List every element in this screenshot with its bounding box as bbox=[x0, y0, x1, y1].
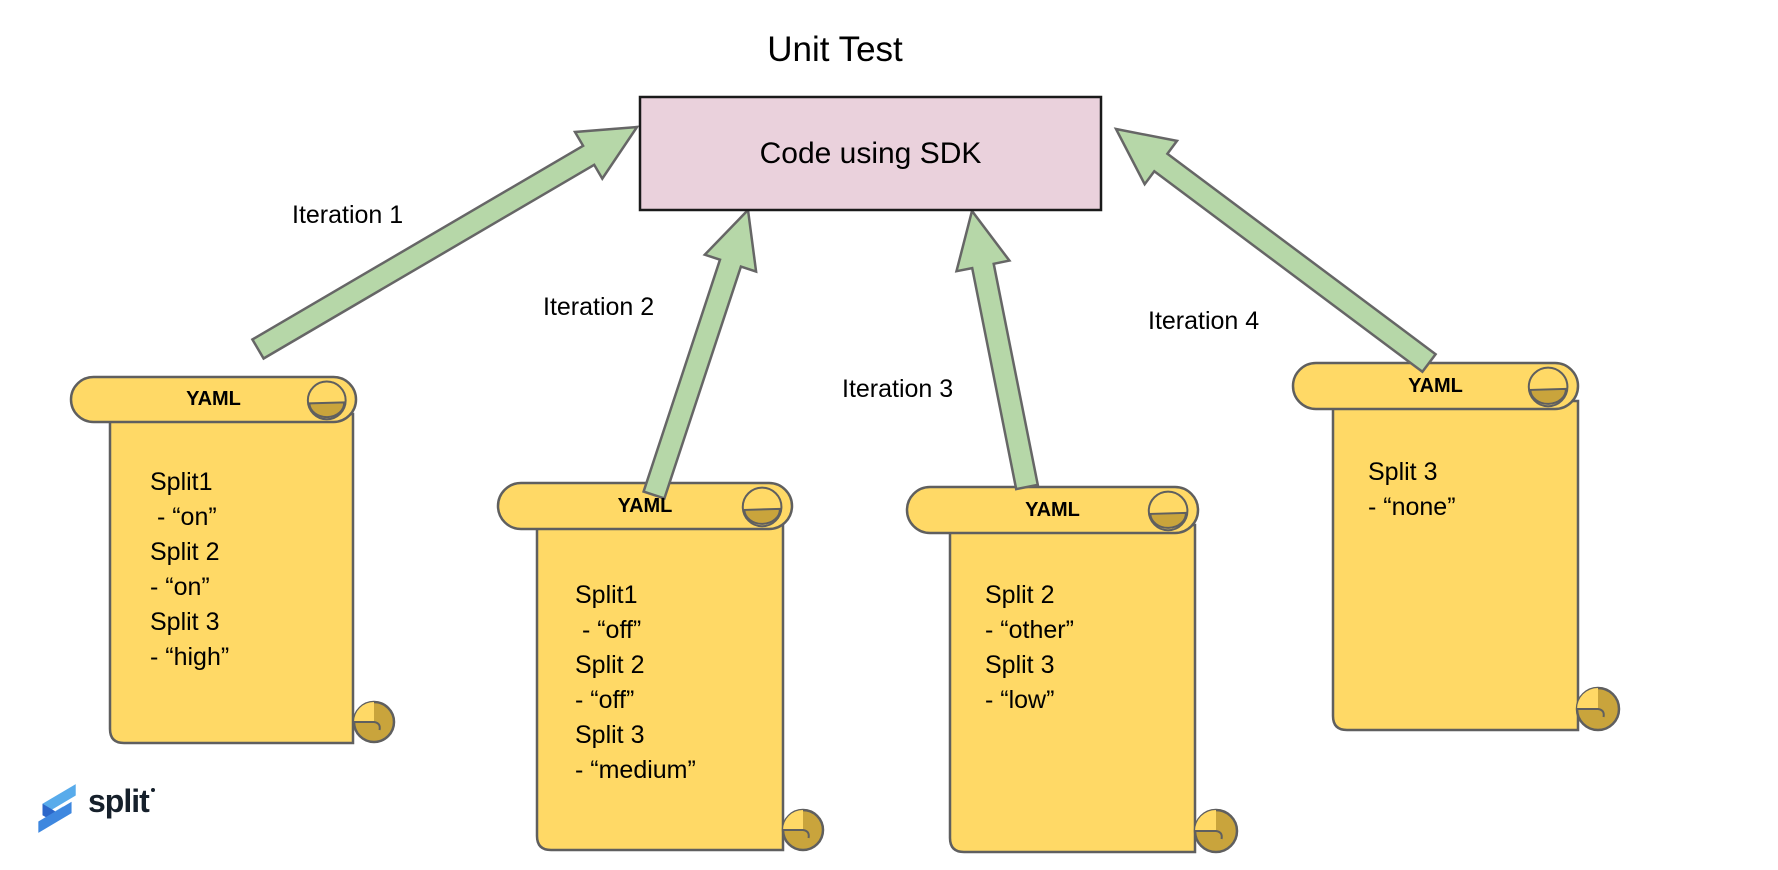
yaml-header-2: YAML bbox=[617, 494, 673, 517]
split-logo-text: split bbox=[88, 783, 150, 819]
diagram-title: Unit Test bbox=[767, 30, 903, 69]
sdk-box-label: Code using SDK bbox=[759, 136, 982, 170]
scroll-line: Split1 bbox=[575, 581, 638, 609]
scroll-body bbox=[535, 519, 785, 852]
iteration-label-1: Iteration 1 bbox=[292, 201, 404, 229]
scroll-line: - “on” bbox=[150, 573, 210, 601]
scroll-line: - “off” bbox=[575, 686, 635, 714]
arrow-iteration-3 bbox=[954, 208, 1040, 491]
scroll-line: - “high” bbox=[150, 643, 230, 671]
scroll-line: Split 3 bbox=[575, 721, 645, 749]
yaml-scroll-4 bbox=[1291, 361, 1621, 732]
scroll-body bbox=[1331, 399, 1580, 732]
yaml-header-3: YAML bbox=[1025, 498, 1080, 521]
scroll-body bbox=[108, 412, 355, 745]
scroll-line: - “off” bbox=[575, 616, 642, 644]
scroll-line: - “other” bbox=[985, 616, 1074, 644]
scroll-band bbox=[905, 485, 1200, 535]
scroll-line: Split 3 bbox=[150, 608, 220, 636]
scroll-body bbox=[948, 523, 1197, 854]
scroll-line: - “on” bbox=[150, 503, 217, 531]
split-logo: split bbox=[34, 782, 155, 836]
arrow-iteration-2 bbox=[642, 207, 758, 500]
scroll-line: Split 2 bbox=[150, 538, 220, 566]
scroll-text-4: Split 3 - “none” bbox=[1368, 455, 1588, 525]
yaml-scroll-1 bbox=[69, 375, 396, 745]
yaml-scroll-3 bbox=[905, 485, 1239, 854]
scroll-line: - “low” bbox=[985, 686, 1055, 714]
iteration-label-4: Iteration 4 bbox=[1148, 307, 1260, 335]
yaml-header-1: YAML bbox=[186, 388, 241, 410]
scroll-line: Split 3 bbox=[985, 651, 1055, 679]
iteration-label-2: Iteration 2 bbox=[543, 293, 655, 321]
scroll-band bbox=[1291, 361, 1580, 411]
scroll-text-3: Split 2 - “other” Split 3 - “low” bbox=[985, 578, 1205, 718]
scroll-line: Split 3 bbox=[1368, 458, 1438, 486]
arrow-iteration-4 bbox=[1113, 127, 1438, 374]
scroll-text-1: Split1 - “on” Split 2 - “on” Split 3 - “… bbox=[150, 465, 370, 675]
sdk-box bbox=[638, 95, 1103, 212]
split-logo-icon bbox=[38, 784, 76, 833]
scroll-line: Split1 bbox=[150, 468, 213, 496]
scroll-line: Split 2 bbox=[985, 581, 1055, 609]
scroll-line: Split 2 bbox=[575, 651, 645, 679]
yaml-header-4: YAML bbox=[1408, 374, 1463, 397]
scroll-band bbox=[69, 375, 358, 424]
yaml-scroll-2 bbox=[496, 481, 825, 852]
scroll-band bbox=[496, 481, 794, 531]
scroll-line: - “medium” bbox=[575, 756, 696, 784]
logo-trademark-dot bbox=[150, 788, 155, 792]
scroll-line: - “none” bbox=[1368, 493, 1456, 521]
scroll-text-2: Split1 - “off” Split 2 - “off” Split 3 -… bbox=[575, 578, 795, 788]
arrow-iteration-1 bbox=[250, 125, 640, 361]
iteration-label-3: Iteration 3 bbox=[842, 375, 954, 403]
